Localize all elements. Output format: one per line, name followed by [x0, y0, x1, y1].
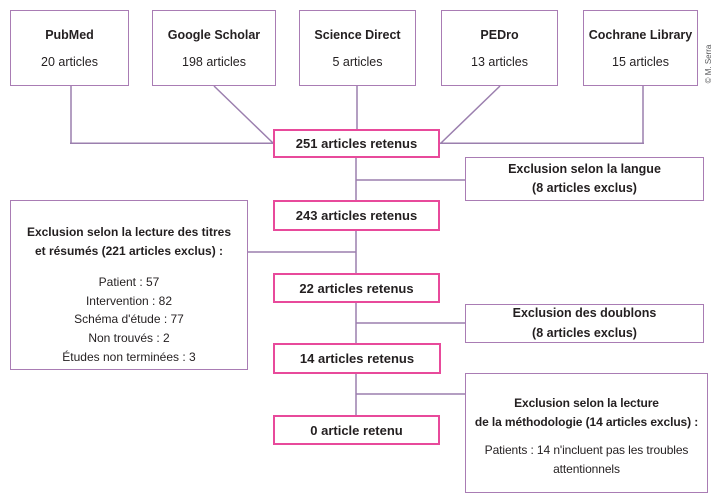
stage-label: 251 articles retenus	[295, 136, 418, 151]
source-count: 20 articles	[41, 54, 98, 69]
source-name: Science Direct	[314, 27, 401, 42]
stage-box-22-retenus: 22 articles retenus	[273, 273, 440, 303]
exclusion-item: Schéma d'étude : 77	[74, 312, 184, 327]
exclusion-item: Patients : 14 n'incluent pas les trouble…	[484, 443, 689, 458]
source-box-pedro: PEDro 13 articles	[441, 10, 558, 86]
source-count: 5 articles	[332, 54, 383, 69]
exclusion-item: attentionnels	[553, 461, 620, 476]
stage-box-0-retenu: 0 article retenu	[273, 415, 440, 445]
source-count: 15 articles	[612, 54, 669, 69]
stage-label: 0 article retenu	[310, 422, 403, 438]
stage-box-243-retenus: 243 articles retenus	[273, 200, 440, 231]
stage-label: 14 articles retenus	[299, 351, 415, 366]
connector-line	[440, 85, 501, 144]
exclusion-header-line: et résumés (221 articles exclus) :	[34, 243, 224, 258]
copyright-credit: © M. Serra	[704, 44, 713, 84]
source-count: 13 articles	[471, 54, 528, 69]
source-name: PubMed	[45, 27, 94, 42]
exclusion-header-line: Exclusion selon la lecture des titres	[26, 225, 232, 239]
exclusion-header-line: Exclusion selon la lecture	[514, 396, 659, 410]
stage-label: 22 articles retenus	[299, 280, 414, 296]
source-name: Google Scholar	[167, 27, 261, 42]
exclusion-box-doublons: Exclusion des doublons (8 articles exclu…	[465, 304, 704, 343]
stage-box-251-retenus: 251 articles retenus	[273, 129, 440, 158]
stage-label: 243 articles retenus	[295, 208, 418, 223]
exclusion-item: Intervention : 82	[85, 293, 173, 308]
exclusion-item-list: Patient : 57 Intervention : 82 Schéma d'…	[11, 273, 247, 366]
source-box-cochrane-library: Cochrane Library 15 articles	[583, 10, 698, 86]
source-box-pubmed: PubMed 20 articles	[10, 10, 129, 86]
exclusion-box-langue: Exclusion selon la langue (8 articles ex…	[465, 157, 704, 201]
exclusion-header-line: de la méthodologie (14 articles exclus) …	[474, 414, 699, 429]
exclusion-item: Études non terminées : 3	[62, 349, 196, 364]
exclusion-line: (8 articles exclus)	[532, 325, 637, 340]
exclusion-box-titres-resumes: Exclusion selon la lecture des titres et…	[10, 200, 248, 370]
connector-line	[213, 85, 274, 144]
stage-box-14-retenus: 14 articles retenus	[273, 343, 441, 374]
source-count: 198 articles	[182, 54, 246, 69]
exclusion-box-methodologie: Exclusion selon la lecture de la méthodo…	[465, 373, 708, 493]
source-box-science-direct: Science Direct 5 articles	[299, 10, 416, 86]
exclusion-item: Patient : 57	[98, 275, 160, 290]
exclusion-line: (8 articles exclus)	[532, 181, 637, 195]
source-box-google-scholar: Google Scholar 198 articles	[152, 10, 276, 86]
source-name: Cochrane Library	[588, 27, 693, 42]
exclusion-line: Exclusion selon la langue	[508, 161, 661, 176]
exclusion-item-list: Patients : 14 n'incluent pas les trouble…	[466, 441, 707, 478]
exclusion-line: Exclusion des doublons	[512, 306, 657, 321]
source-name: PEDro	[480, 27, 519, 42]
exclusion-item: Non trouvés : 2	[88, 330, 170, 345]
